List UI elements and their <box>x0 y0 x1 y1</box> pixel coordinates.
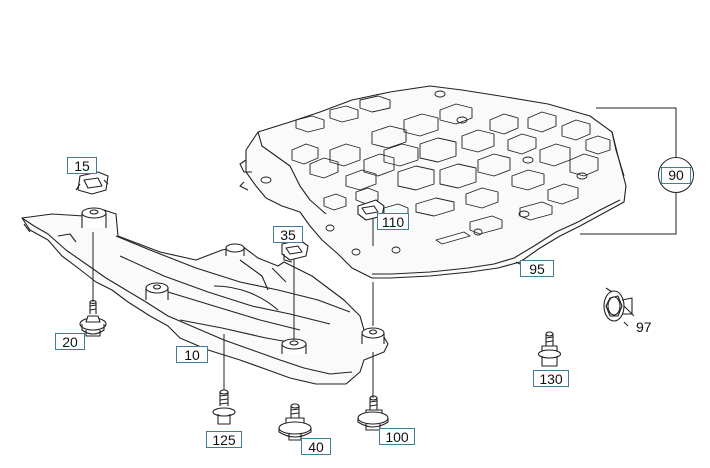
callout-90-circle[interactable]: 90 <box>658 157 694 193</box>
bolt-100-part <box>357 395 389 431</box>
callout-110[interactable]: 110 <box>377 213 409 230</box>
callout-90: 90 <box>661 167 691 184</box>
callout-97[interactable]: 97 <box>636 319 652 335</box>
callout-130[interactable]: 130 <box>533 370 569 387</box>
callout-20[interactable]: 20 <box>55 333 85 350</box>
bolt-130-part <box>537 331 562 367</box>
clip-15-part <box>75 171 109 195</box>
leader-lines <box>92 212 374 398</box>
leader-90 <box>580 107 677 235</box>
front-underbody-panel <box>21 207 389 385</box>
nut-97-part <box>603 287 633 327</box>
bolt-125-part <box>212 389 236 425</box>
rear-underbody-panel <box>239 85 627 279</box>
callout-100[interactable]: 100 <box>379 428 415 445</box>
bolt-40-part <box>278 403 312 441</box>
callout-15[interactable]: 15 <box>67 157 97 174</box>
callout-95[interactable]: 95 <box>520 260 554 277</box>
callout-40[interactable]: 40 <box>301 438 331 455</box>
callout-125[interactable]: 125 <box>206 431 242 448</box>
leader-97 <box>623 305 635 317</box>
callout-35[interactable]: 35 <box>273 226 303 243</box>
bolt-20-part <box>79 299 107 337</box>
callout-10[interactable]: 10 <box>176 346 208 363</box>
